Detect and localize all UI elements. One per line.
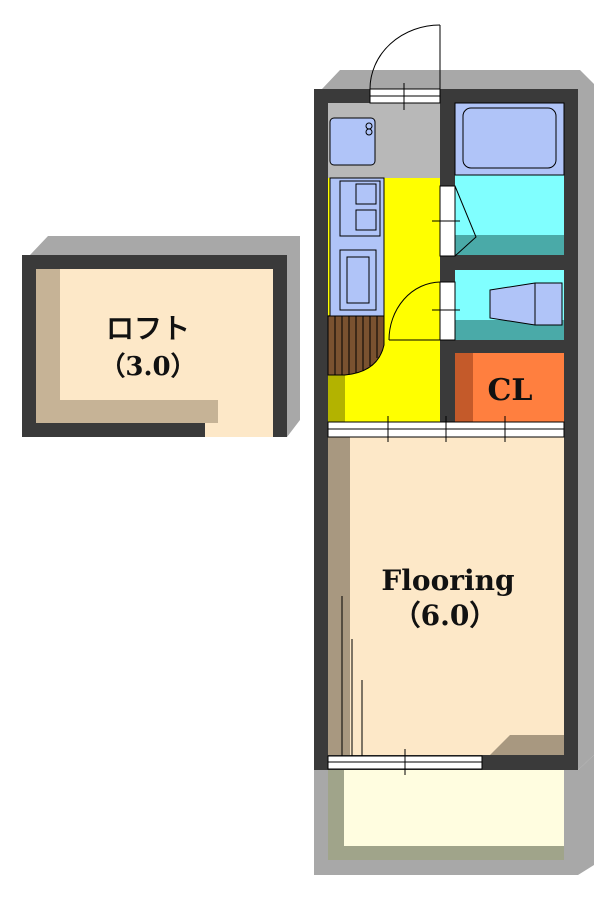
flooring-room: Flooring （6.0） [328, 437, 564, 764]
stove-burner-icon [355, 209, 377, 231]
bathroom-door[interactable] [432, 185, 477, 257]
balcony [314, 770, 578, 875]
refrigerator [329, 117, 376, 166]
drop-shadows [30, 70, 594, 875]
toilet-door[interactable] [388, 281, 460, 341]
bathroom [454, 102, 565, 255]
toilet-room [455, 270, 564, 340]
entrance-door[interactable] [369, 24, 441, 110]
closet: CL [455, 353, 564, 422]
bathtub-icon [462, 107, 557, 169]
closet-label: CL [488, 373, 533, 408]
flooring-label: Flooring [381, 564, 514, 597]
kitchen-counter [329, 177, 385, 317]
stairs [327, 315, 385, 376]
loft-size: （3.0） [99, 352, 196, 382]
loft-room: ロフト （3.0） [22, 255, 287, 437]
loft-label: ロフト [106, 312, 190, 345]
room-sliding-door[interactable] [327, 416, 565, 442]
sink-icon [346, 256, 370, 304]
flooring-size: （6.0） [393, 599, 498, 632]
toilet-icon [489, 282, 563, 326]
balcony-window[interactable] [327, 749, 483, 775]
stove-burner-icon [355, 183, 377, 205]
